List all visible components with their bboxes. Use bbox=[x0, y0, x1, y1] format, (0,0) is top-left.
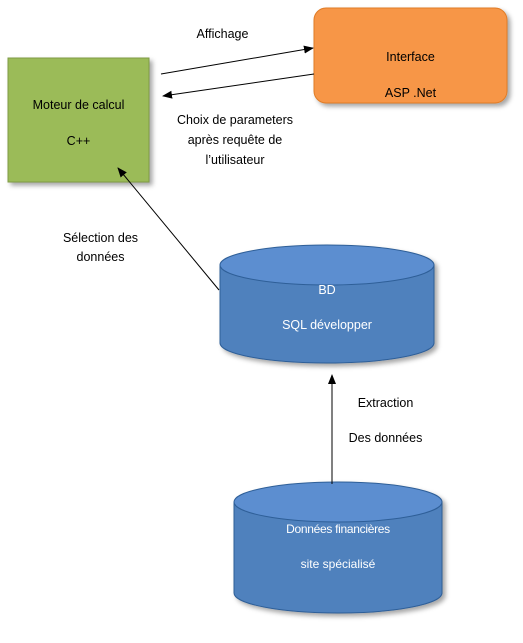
edge-label-choix-2: après requête de bbox=[187, 133, 283, 147]
moteur-box bbox=[7, 57, 150, 183]
edge-label-extraction-1: Extraction bbox=[357, 396, 414, 410]
moteur-label-1: Moteur de calcul bbox=[32, 98, 125, 112]
bd-cylinder bbox=[219, 244, 435, 364]
edge-label-choix-3: l’utilisateur bbox=[205, 153, 265, 167]
arrow-selection bbox=[117, 167, 220, 291]
edge-label-affichage: Affichage bbox=[196, 27, 249, 41]
arrow-choix bbox=[162, 73, 315, 99]
interface-label-2: ASP .Net bbox=[384, 86, 437, 100]
bd-label-1: BD bbox=[318, 283, 336, 297]
edge-label-selection-2: données bbox=[76, 250, 125, 264]
donnees-label-2: site spécialisé bbox=[300, 557, 376, 571]
donnees-label-1: Données financières bbox=[286, 522, 390, 536]
bd-label-2: SQL développer bbox=[282, 318, 372, 332]
interface-label-1: Interface bbox=[386, 50, 435, 64]
donnees-cylinder bbox=[233, 481, 443, 614]
arrow-affichage bbox=[160, 45, 314, 75]
moteur-label-2: C++ bbox=[66, 134, 91, 148]
edge-label-selection-1: Sélection des bbox=[62, 231, 139, 245]
edge-label-extraction-2: Des données bbox=[348, 431, 423, 445]
edge-label-choix-1: Choix de parameters bbox=[176, 113, 294, 127]
interface-box bbox=[313, 7, 508, 104]
